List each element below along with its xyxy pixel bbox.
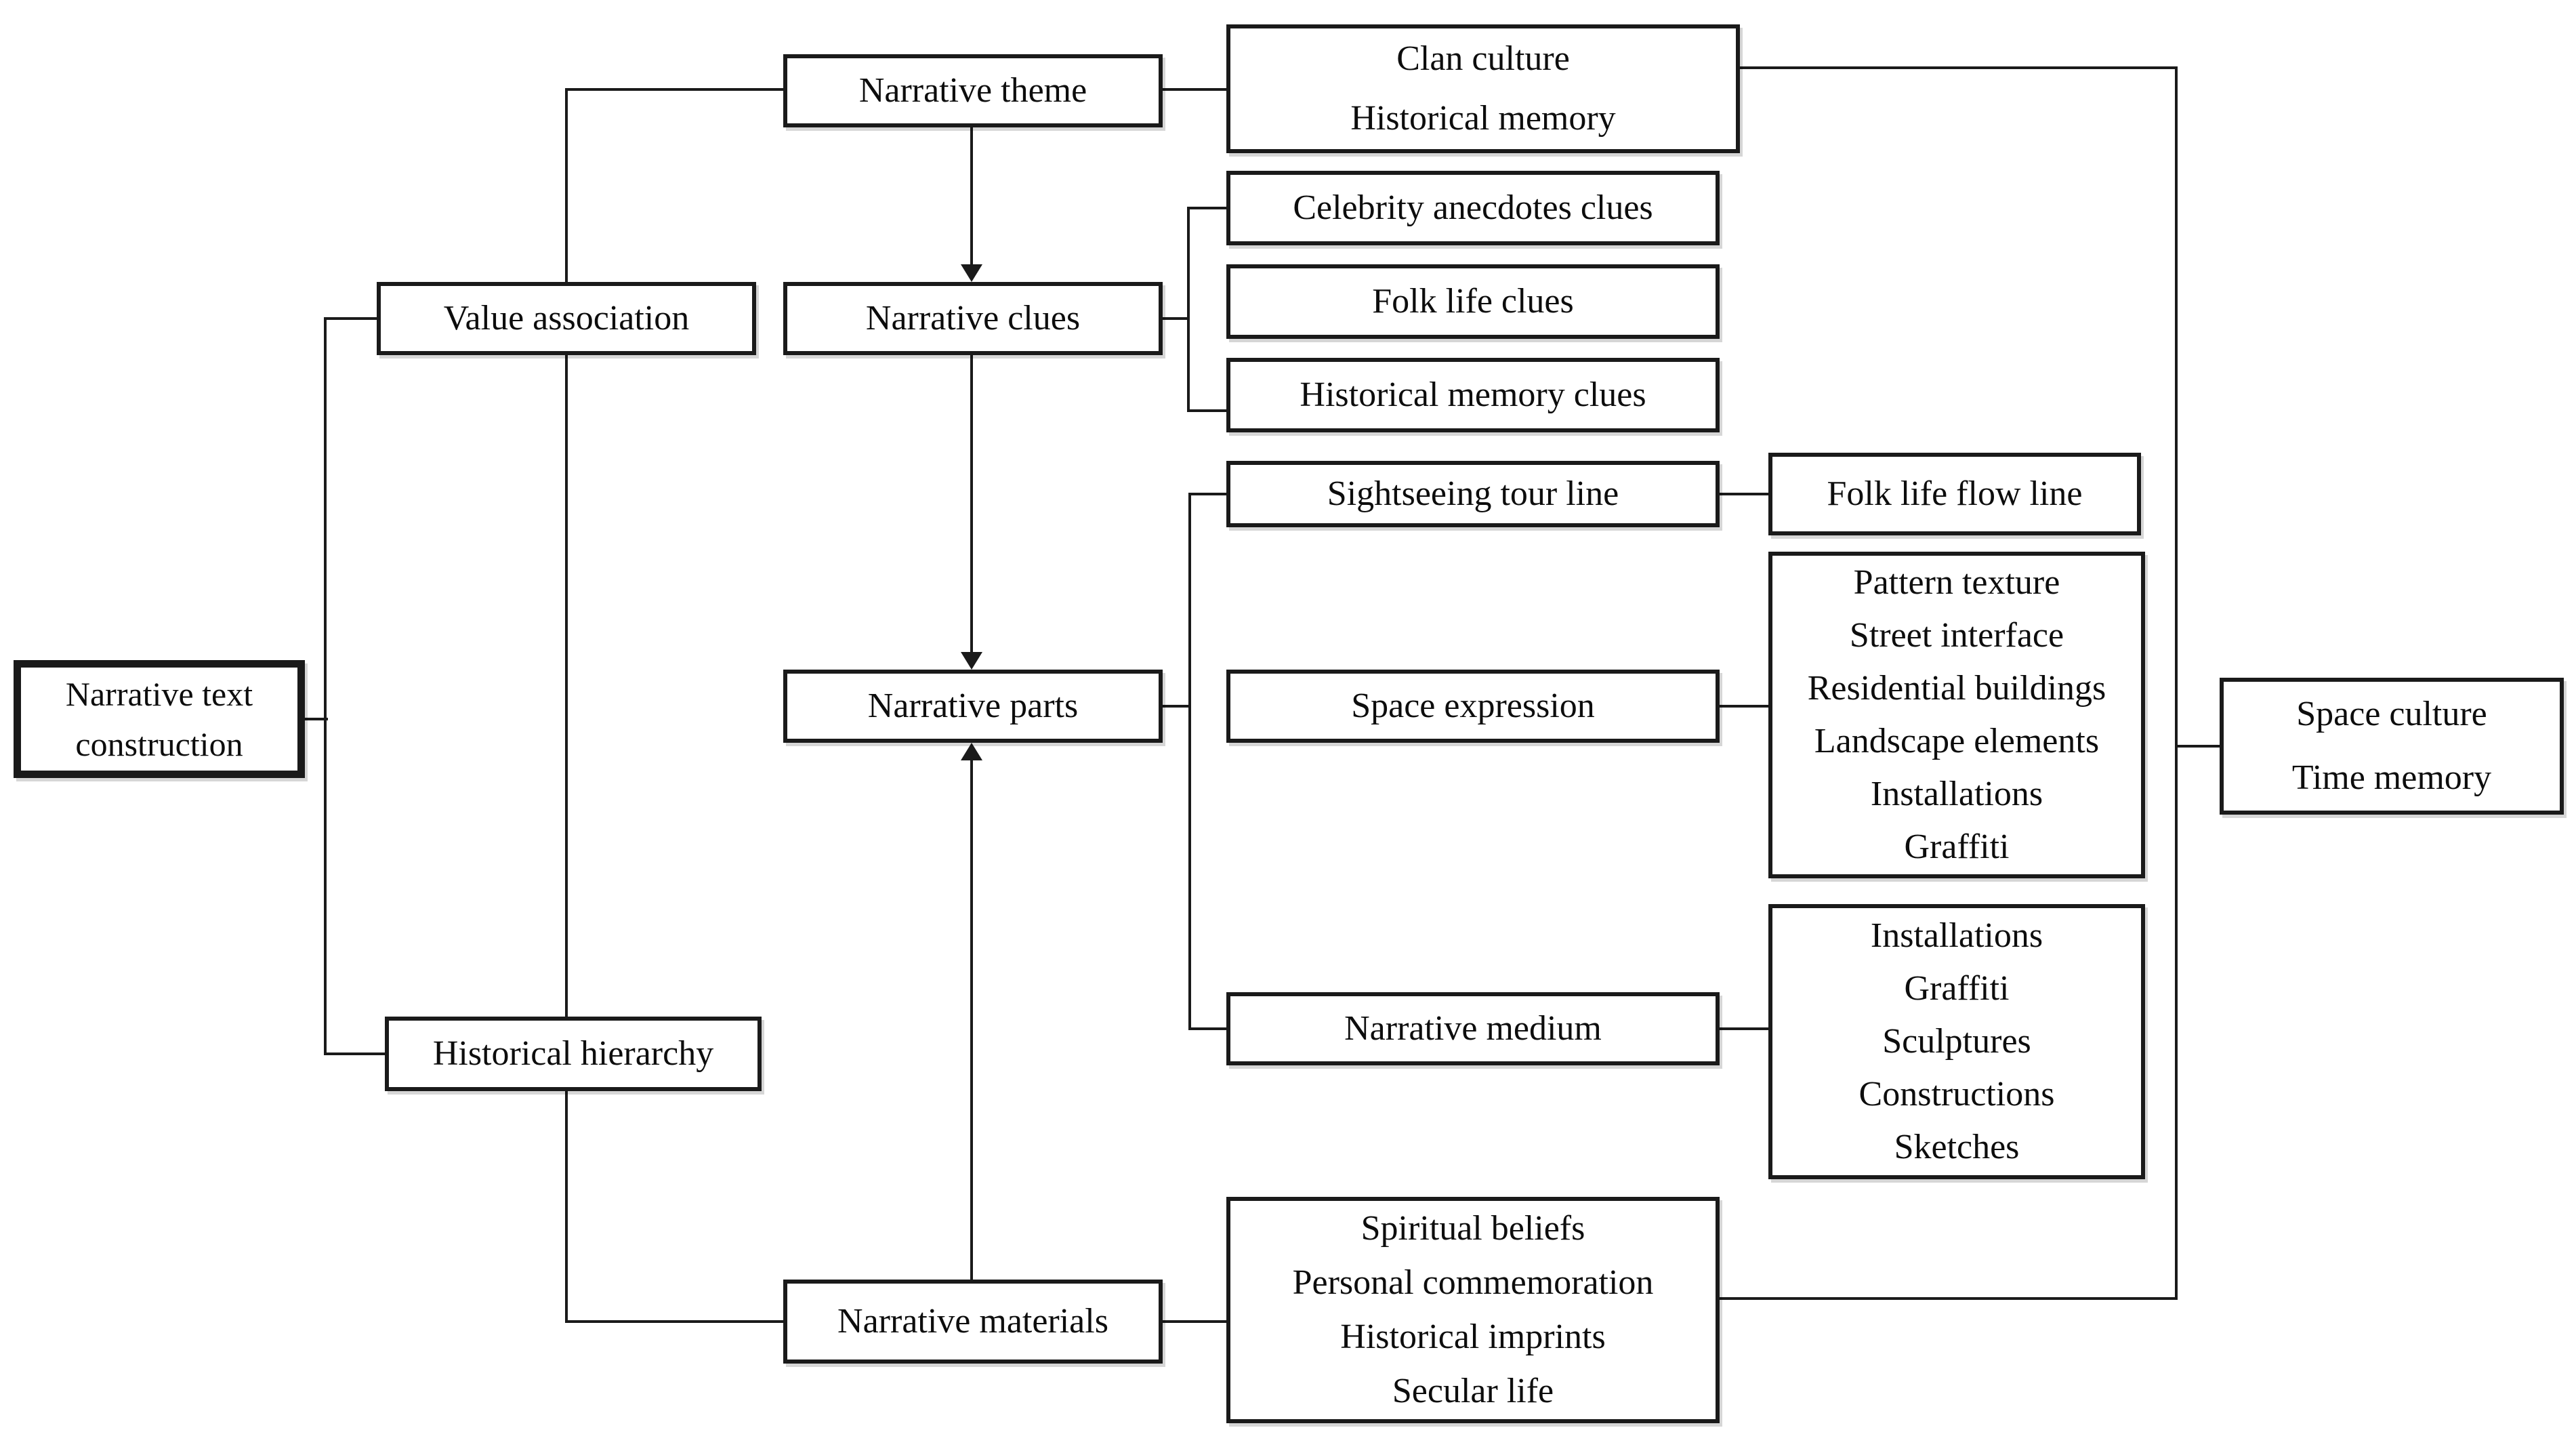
node-narrative-medium-items: Installations Graffiti Sculptures Constr… bbox=[1768, 904, 2145, 1179]
node-label: Space expression bbox=[1351, 686, 1595, 725]
connector-sightseeing-to-flowline bbox=[1720, 493, 1768, 495]
node-label: Narrative materials bbox=[837, 1301, 1108, 1341]
connector-trunk-to-space-culture bbox=[2175, 745, 2220, 748]
node-label: Celebrity anecdotes clues bbox=[1293, 188, 1653, 227]
connector-left-trunk bbox=[324, 317, 327, 1055]
node-clan-culture-historical-memory: Clan culture Historical memory bbox=[1226, 24, 1740, 153]
node-sightseeing-tour-line: Sightseeing tour line bbox=[1226, 461, 1720, 527]
node-label: Spiritual beliefs bbox=[1360, 1209, 1585, 1248]
node-label: Secular life bbox=[1392, 1372, 1554, 1410]
node-narrative-text-construction: Narrative text construction bbox=[14, 660, 305, 778]
node-narrative-medium: Narrative medium bbox=[1226, 992, 1720, 1065]
connector-clues-to-parts bbox=[970, 355, 973, 653]
node-label: Street interface bbox=[1849, 616, 2064, 655]
node-folk-life-flow-line: Folk life flow line bbox=[1768, 453, 2141, 535]
connector-theme-to-clan bbox=[1163, 88, 1226, 91]
node-narrative-parts: Narrative parts bbox=[783, 670, 1163, 743]
node-folk-life-clues: Folk life clues bbox=[1226, 264, 1720, 339]
connector-parts-bracket bbox=[1188, 493, 1191, 1030]
connector-materials-to-parts bbox=[970, 760, 973, 1280]
connector-spiritual-to-trunk bbox=[1720, 1297, 2178, 1300]
node-label: Time memory bbox=[2291, 758, 2492, 797]
node-spiritual-beliefs-list: Spiritual beliefs Personal commemoration… bbox=[1226, 1197, 1720, 1423]
connector-to-historical-memory-clues bbox=[1187, 409, 1226, 412]
arrowhead-theme-to-clues bbox=[961, 264, 982, 282]
connector-materials-feed bbox=[565, 1320, 786, 1323]
connector-clues-bracket-stub bbox=[1163, 317, 1190, 320]
arrowhead-clues-to-parts bbox=[961, 652, 982, 670]
node-label: Historical imprints bbox=[1340, 1317, 1606, 1356]
node-label: Graffiti bbox=[1904, 969, 2010, 1008]
connector-parts-bracket-stub bbox=[1163, 705, 1191, 708]
node-label: Installations bbox=[1870, 916, 2043, 955]
node-label: construction bbox=[75, 725, 243, 763]
node-space-expression-elements: Pattern texture Street interface Residen… bbox=[1768, 552, 2145, 878]
node-label: Folk life flow line bbox=[1827, 474, 2083, 513]
connector-medium-to-items bbox=[1720, 1027, 1768, 1030]
node-label: Graffiti bbox=[1904, 827, 2010, 866]
connector-value-to-theme-vertical bbox=[565, 88, 568, 285]
node-narrative-materials: Narrative materials bbox=[783, 1280, 1163, 1364]
node-space-culture-time-memory: Space culture Time memory bbox=[2220, 678, 2564, 815]
node-historical-hierarchy: Historical hierarchy bbox=[385, 1017, 762, 1091]
node-celebrity-anecdotes-clues: Celebrity anecdotes clues bbox=[1226, 171, 1720, 245]
connector-to-medium bbox=[1188, 1027, 1226, 1030]
connector-materials-to-spiritual bbox=[1163, 1320, 1226, 1323]
connector-theme-to-clues bbox=[970, 127, 973, 266]
connector-expression-to-elements bbox=[1720, 705, 1768, 708]
connector-center-trunk bbox=[565, 352, 568, 1323]
node-historical-memory-clues: Historical memory clues bbox=[1226, 358, 1720, 432]
node-label: Personal commemoration bbox=[1292, 1263, 1654, 1302]
node-label: Narrative text bbox=[65, 675, 253, 713]
connector-clan-to-trunk bbox=[1740, 66, 2178, 69]
node-label: Space culture bbox=[2296, 695, 2487, 733]
node-label: Narrative medium bbox=[1344, 1008, 1602, 1048]
node-label: Residential buildings bbox=[1807, 669, 2106, 708]
node-label: Pattern texture bbox=[1853, 563, 2060, 602]
connector-historical-hierarchy-stub bbox=[324, 1053, 388, 1055]
connector-value-association-stub bbox=[324, 317, 379, 320]
node-narrative-theme: Narrative theme bbox=[783, 54, 1163, 127]
node-label: Folk life clues bbox=[1372, 281, 1574, 321]
node-space-expression: Space expression bbox=[1226, 670, 1720, 743]
connector-value-to-theme-horizontal bbox=[565, 88, 786, 91]
node-label: Historical hierarchy bbox=[432, 1034, 714, 1073]
node-label: Sightseeing tour line bbox=[1327, 474, 1619, 513]
connector-to-sightseeing bbox=[1188, 493, 1226, 495]
node-label: Landscape elements bbox=[1814, 722, 2100, 760]
node-label: Narrative clues bbox=[865, 298, 1081, 338]
node-narrative-clues: Narrative clues bbox=[783, 282, 1163, 355]
connector-root-stub bbox=[305, 718, 328, 720]
node-label: Historical memory clues bbox=[1300, 375, 1646, 414]
node-value-association: Value association bbox=[377, 282, 756, 355]
arrowhead-materials-to-parts bbox=[961, 743, 982, 760]
node-label: Value association bbox=[443, 298, 690, 338]
node-label: Constructions bbox=[1858, 1075, 2055, 1113]
node-label: Clan culture bbox=[1396, 39, 1570, 78]
node-label: Narrative theme bbox=[858, 70, 1087, 110]
node-label: Narrative parts bbox=[867, 686, 1079, 725]
node-label: Historical memory bbox=[1350, 99, 1616, 138]
node-label: Installations bbox=[1870, 775, 2043, 813]
connector-right-trunk bbox=[2175, 66, 2178, 1300]
node-label: Sculptures bbox=[1882, 1022, 2031, 1061]
connector-clues-bracket bbox=[1187, 207, 1190, 412]
connector-to-celebrity-clues bbox=[1187, 207, 1226, 209]
node-label: Sketches bbox=[1894, 1128, 2020, 1166]
